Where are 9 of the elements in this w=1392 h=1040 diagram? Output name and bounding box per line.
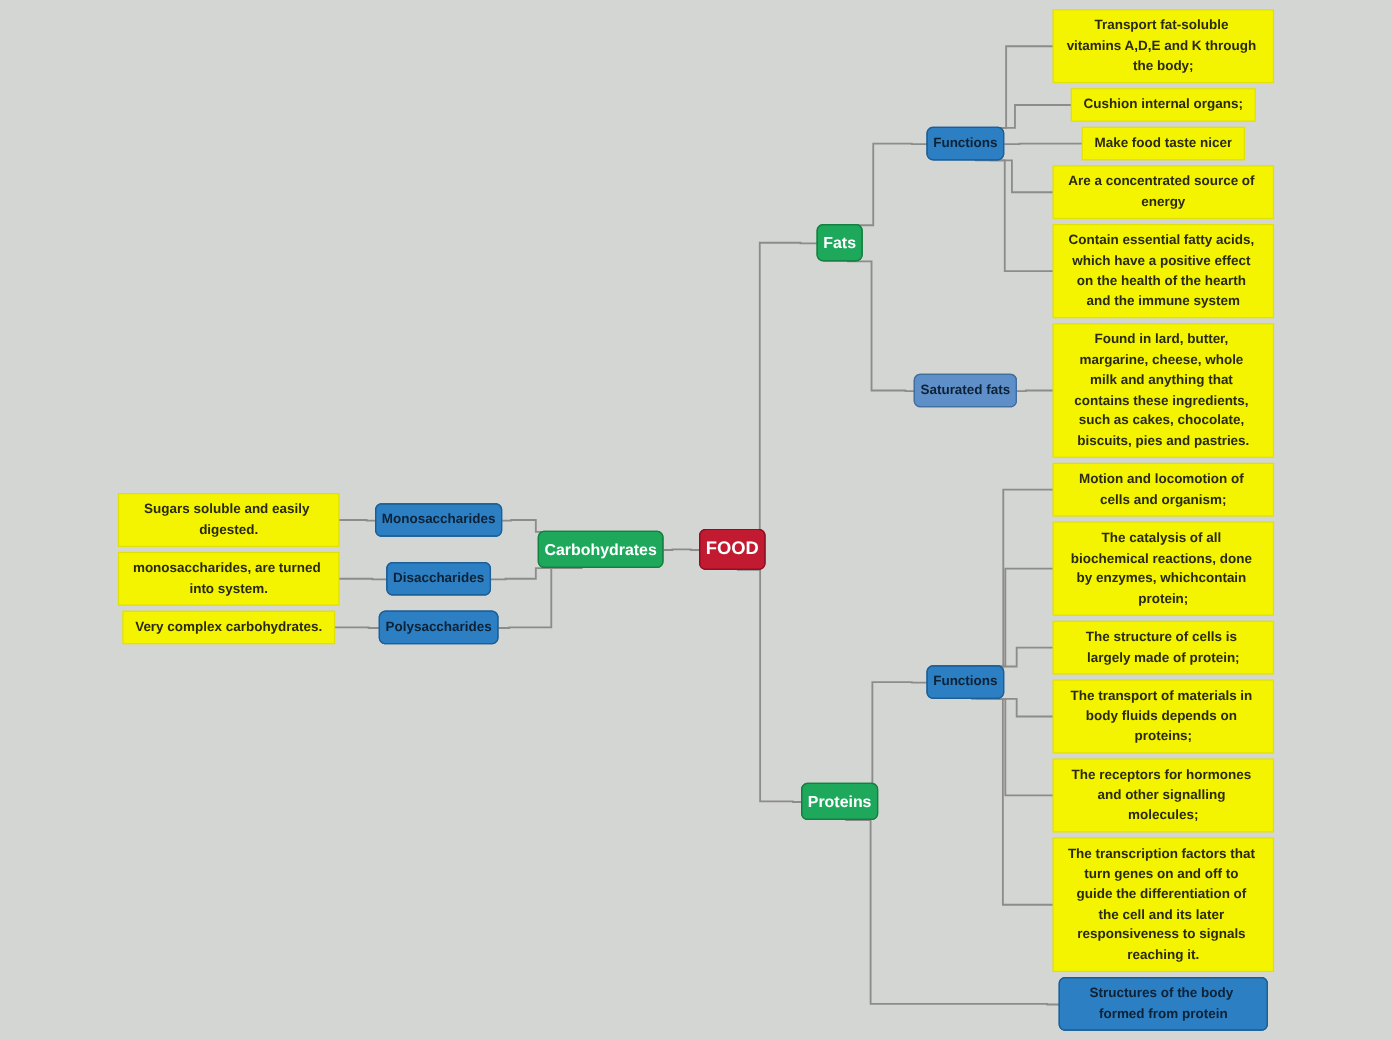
connector (662, 548, 702, 551)
connector (1003, 142, 1084, 146)
connector (973, 159, 1055, 273)
connector (337, 519, 378, 522)
connector (337, 577, 389, 581)
connector (846, 260, 916, 393)
connector (333, 626, 381, 629)
connector (1016, 389, 1055, 393)
connector (997, 646, 1055, 668)
